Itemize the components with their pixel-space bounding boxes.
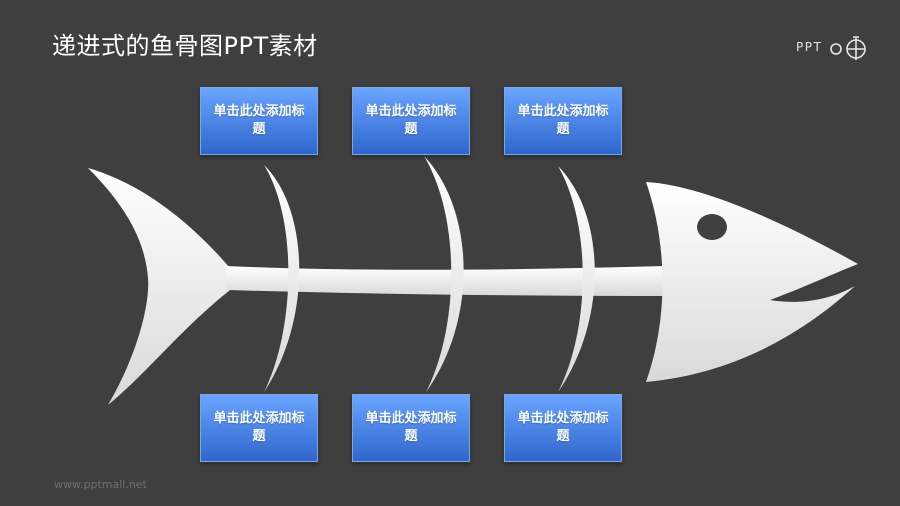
top-label-box-2[interactable]: 单击此处添加标题 [352,87,470,155]
fish-head [646,182,858,382]
rib-2 [424,156,464,392]
bottom-label-box-2[interactable]: 单击此处添加标题 [352,394,470,462]
rib-1 [264,165,300,392]
rib-3 [558,166,595,392]
brand-text: PPT [796,40,823,54]
bottom-label-box-3[interactable]: 单击此处添加标题 [504,394,622,462]
fish-spine [226,266,666,296]
fish-tail [88,168,230,405]
bottom-label-box-1[interactable]: 单击此处添加标题 [200,394,318,462]
brand-logo: PPT [792,33,872,65]
brand-mark-icon [830,36,866,60]
footer-url: www.pptmall.net [54,478,147,491]
fish-eye [697,214,727,240]
top-label-box-1[interactable]: 单击此处添加标题 [200,87,318,155]
page-title: 递进式的鱼骨图PPT素材 [52,32,318,60]
top-label-box-3[interactable]: 单击此处添加标题 [504,87,622,155]
